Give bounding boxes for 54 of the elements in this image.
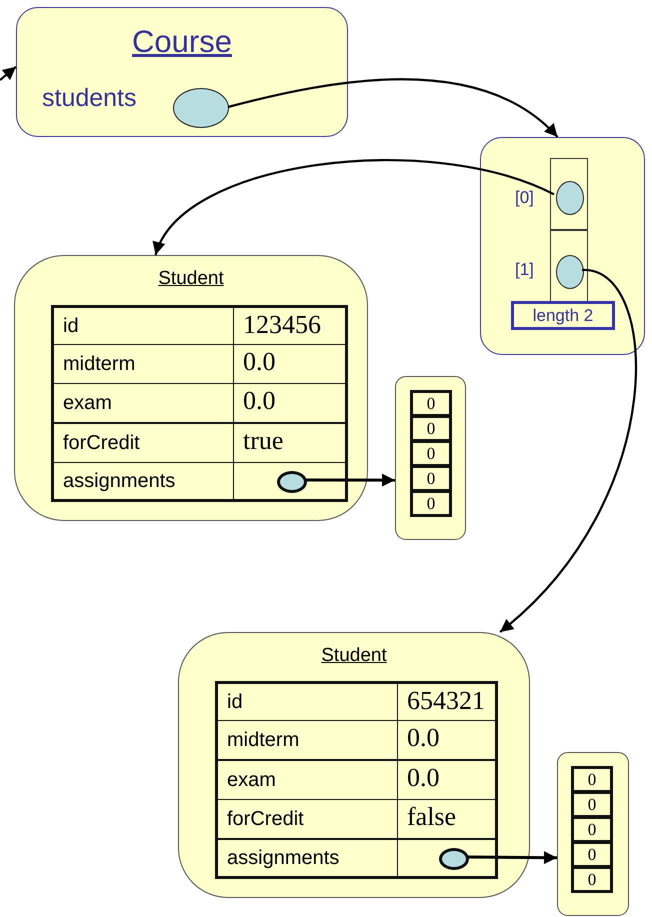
field-value-cell xyxy=(397,839,498,879)
field-name: students xyxy=(42,84,137,113)
field-value-cell: 123456 xyxy=(233,305,348,345)
reference-oval xyxy=(173,88,229,128)
array-slot xyxy=(550,158,588,230)
object-box xyxy=(14,255,368,521)
array-element-cell: 0 xyxy=(571,866,613,893)
array-object-box xyxy=(395,376,466,540)
array-element-cell: 0 xyxy=(410,465,452,492)
field-name-cell: exam xyxy=(51,383,234,423)
field-value-cell: 654321 xyxy=(397,681,498,721)
array-element-cell: 0 xyxy=(571,766,613,793)
reference-oval xyxy=(556,255,584,289)
field-name-cell: forCredit xyxy=(51,423,234,463)
array-element-cell: 0 xyxy=(410,440,452,467)
arrow xyxy=(466,851,558,864)
index-label: [0] xyxy=(515,188,534,208)
arrow xyxy=(228,78,558,138)
object-box xyxy=(178,632,530,898)
object-box xyxy=(480,137,645,355)
arrow xyxy=(305,474,395,487)
array-element-cell: 0 xyxy=(410,415,452,442)
field-name-cell: assignments xyxy=(51,462,234,502)
class-name: Student xyxy=(320,645,388,667)
field-value-cell: false xyxy=(397,799,498,839)
field-value-cell: 0.0 xyxy=(233,383,348,423)
field-value-cell xyxy=(233,462,348,502)
array-element-cell: 0 xyxy=(410,490,452,517)
arrow xyxy=(154,159,554,256)
reference-oval xyxy=(556,181,584,215)
field-name-cell: exam xyxy=(215,760,398,800)
class-name: Course xyxy=(131,24,233,60)
array-element-cell: 0 xyxy=(410,390,452,417)
field-name-cell: assignments xyxy=(215,839,398,879)
array-object-box xyxy=(557,752,629,916)
field-value-cell: 0.0 xyxy=(397,720,498,760)
array-element-cell: 0 xyxy=(571,791,613,818)
object-box xyxy=(16,7,348,137)
field-name-cell: id xyxy=(215,681,398,721)
array-slot xyxy=(550,230,588,302)
length-box: length 2 xyxy=(511,301,615,330)
field-name-cell: id xyxy=(51,305,234,345)
reference-oval xyxy=(277,471,307,493)
array-element-cell: 0 xyxy=(571,841,613,868)
field-name-cell: forCredit xyxy=(215,799,398,839)
index-label: [1] xyxy=(515,260,534,280)
arrow xyxy=(0,66,17,81)
arrow xyxy=(499,268,637,633)
field-value-cell: true xyxy=(233,423,348,463)
field-value-cell: 0.0 xyxy=(397,760,498,800)
class-name: Student xyxy=(157,268,225,290)
field-name-cell: midterm xyxy=(215,720,398,760)
reference-oval xyxy=(439,848,469,870)
array-element-cell: 0 xyxy=(571,816,613,843)
